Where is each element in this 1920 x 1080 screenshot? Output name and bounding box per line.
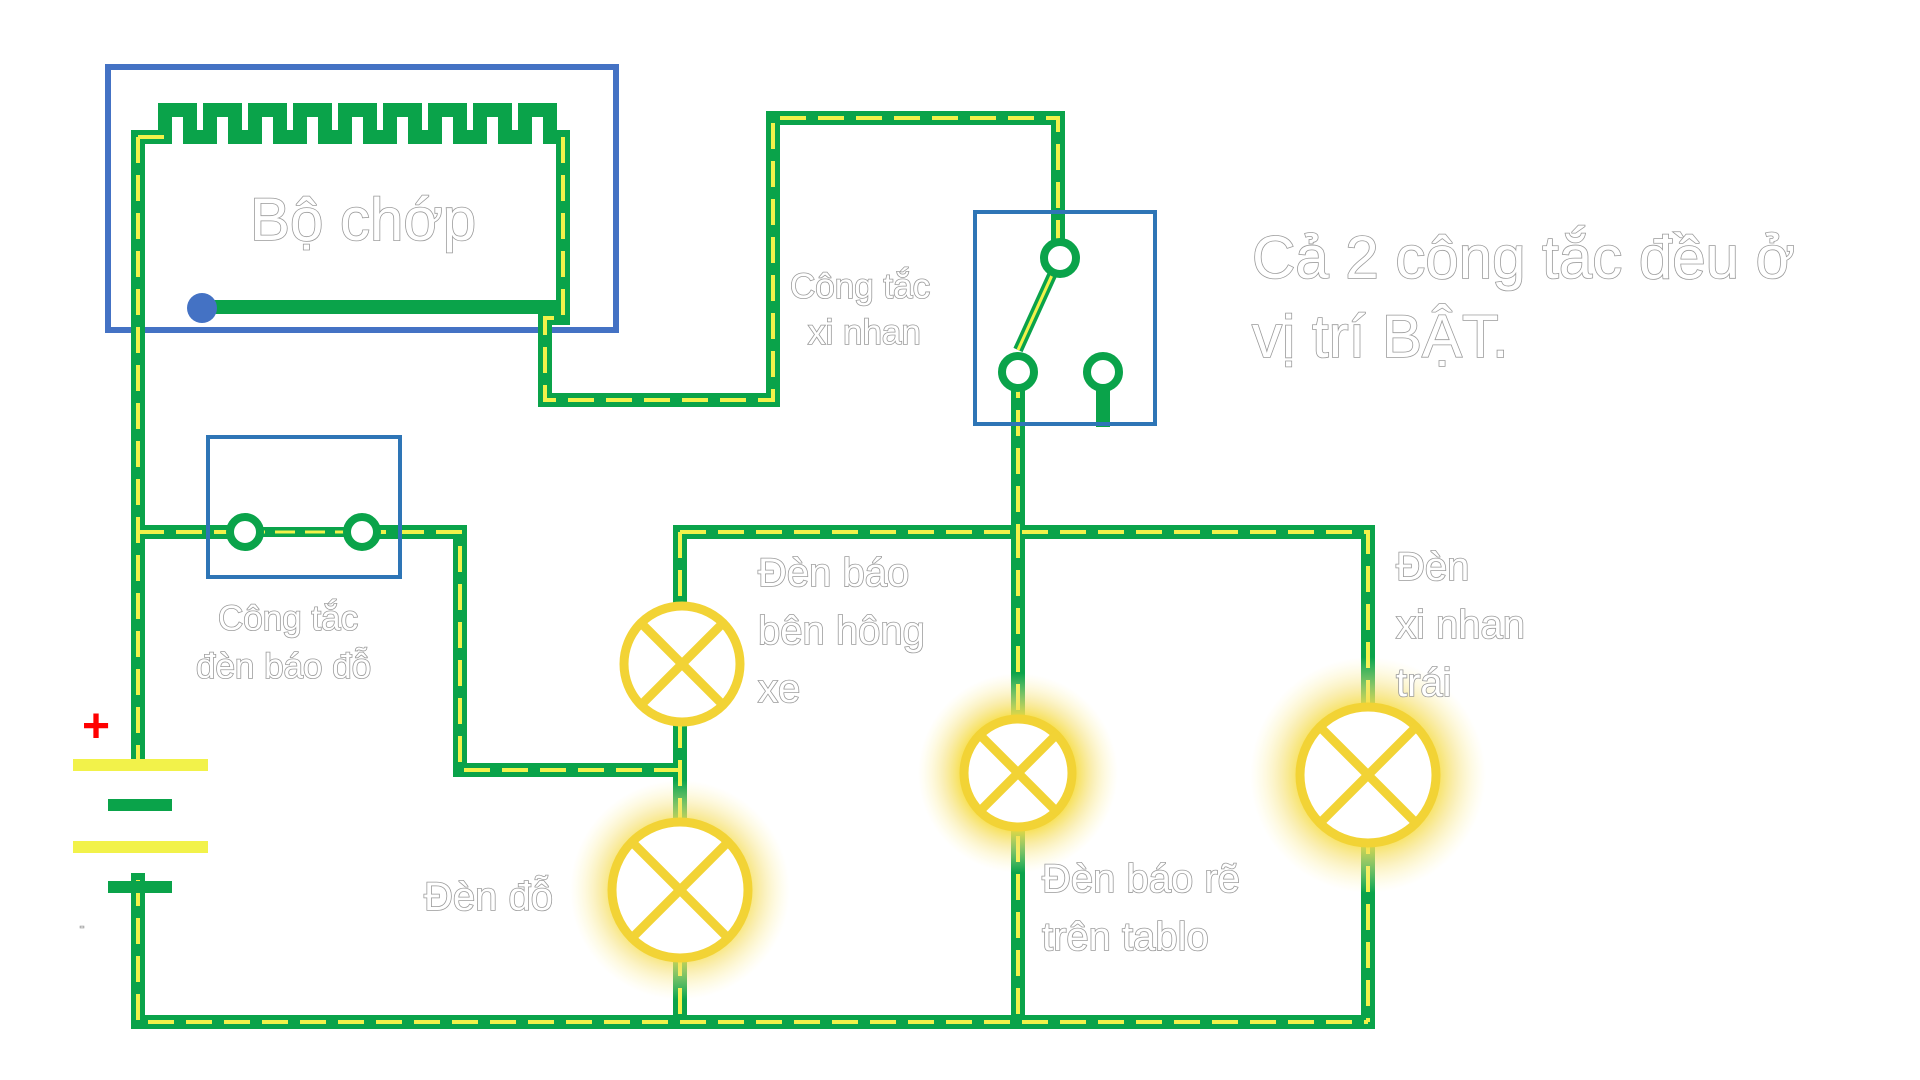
hazard-switch-label-2: đèn báo đỗ bbox=[196, 647, 371, 686]
hazard-switch-terminal-1 bbox=[226, 513, 264, 551]
battery: + - bbox=[73, 700, 208, 934]
flasher-box bbox=[105, 64, 619, 333]
lamp-left-turn: Đèn xi nhan trái bbox=[1250, 544, 1526, 893]
lamp-dash-indicator: Đèn báo rẽ trên tablo bbox=[918, 673, 1241, 960]
lamp-dash-indicator-label-2: trên tablo bbox=[1042, 915, 1209, 959]
hazard-switch-terminal-2 bbox=[343, 513, 381, 551]
lamp-left-turn-label-1: Đèn bbox=[1396, 545, 1469, 589]
state-note: Cả 2 công tắc đều ở vị trí BẬT. bbox=[1251, 223, 1796, 371]
turn-switch-terminal-left bbox=[998, 352, 1038, 392]
battery-positive-sign: + bbox=[82, 700, 110, 753]
lamp-dash-indicator-label-1: Đèn báo rẽ bbox=[1042, 857, 1240, 901]
battery-negative-sign: - bbox=[80, 919, 84, 933]
state-note-line-1: Cả 2 công tắc đều ở bbox=[1252, 224, 1795, 291]
turn-switch-box bbox=[973, 210, 1157, 426]
flasher-unit: Bộ chớp bbox=[105, 64, 619, 333]
hazard-switch: Công tắc đèn báo đỗ bbox=[195, 435, 402, 687]
flasher-element bbox=[158, 103, 570, 144]
hazard-switch-box bbox=[206, 435, 402, 579]
lamp-side-indicator-label-1: Đèn báo bbox=[758, 551, 909, 595]
lamp-left-turn-label-2: xi nhan bbox=[1396, 603, 1525, 647]
lamp-parking-label: Đèn đỗ bbox=[424, 874, 553, 919]
lamp-side-indicator: Đèn báo bên hông xe bbox=[619, 550, 926, 727]
turn-switch-terminal-right bbox=[1083, 352, 1123, 392]
lamp-parking: Đèn đỗ bbox=[423, 780, 790, 1000]
lamp-side-indicator-label-3: xe bbox=[758, 667, 800, 711]
wire-flasher-to-battery bbox=[131, 130, 172, 767]
turn-switch-terminal-common bbox=[1040, 238, 1080, 278]
hazard-switch-label-1: Công tắc bbox=[218, 599, 358, 638]
turn-switch-label-2: xi nhan bbox=[808, 313, 921, 352]
turn-signal-switch: Công tắc xi nhan bbox=[789, 210, 1157, 426]
turn-switch-label-1: Công tắc bbox=[790, 267, 930, 306]
state-note-line-2: vị trí BẬT. bbox=[1252, 303, 1509, 370]
wire-flasher-to-turn-switch bbox=[538, 111, 1065, 407]
lamp-left-turn-label-3: trái bbox=[1396, 661, 1452, 705]
lamp-side-indicator-label-2: bên hông bbox=[758, 609, 925, 653]
flasher-label: Bộ chớp bbox=[250, 186, 476, 253]
flasher-contact-point bbox=[187, 293, 217, 323]
